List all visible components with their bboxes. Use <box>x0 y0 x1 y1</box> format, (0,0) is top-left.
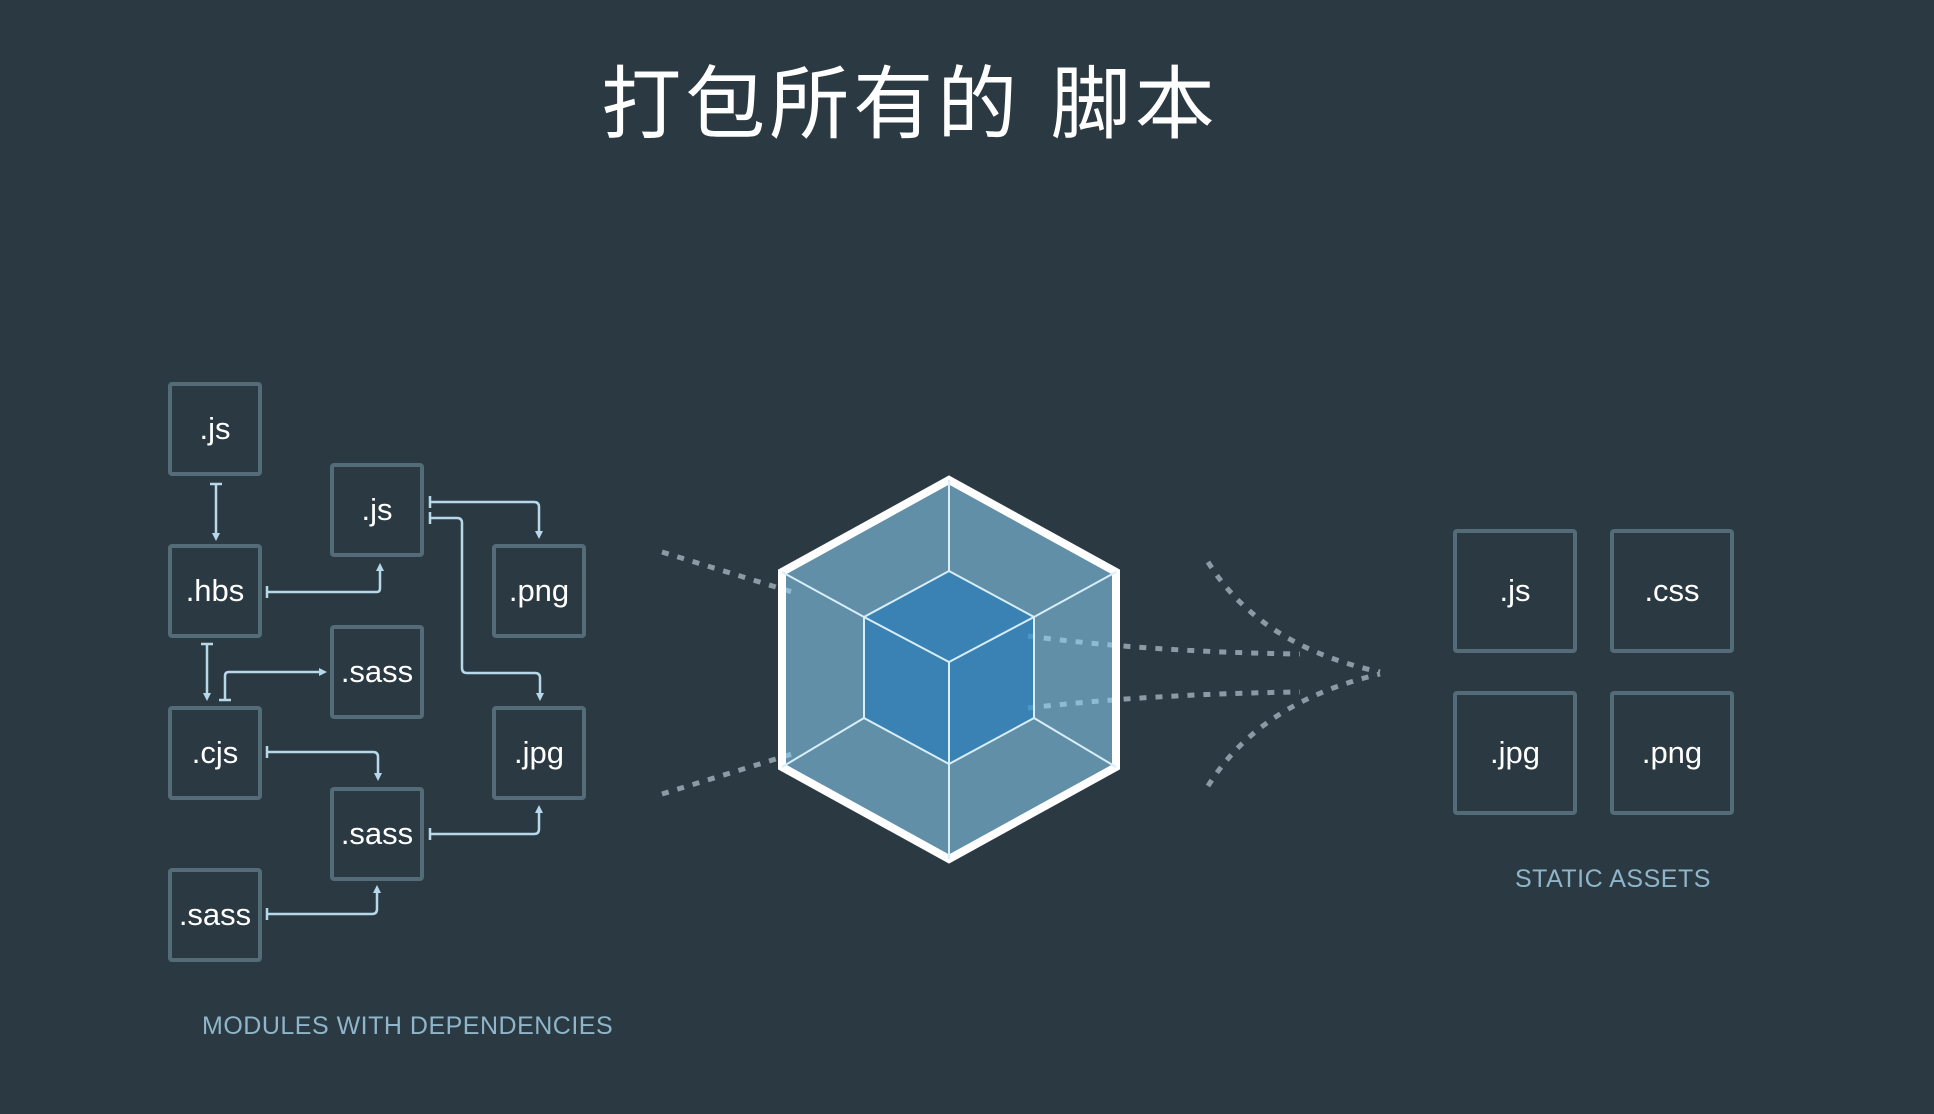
module-node-cjs: .cjs <box>168 706 262 800</box>
asset-css: .css <box>1610 529 1734 653</box>
arrow-sass3-to-sass2 <box>267 885 381 916</box>
flow-line-in-bottom <box>661 751 793 797</box>
arrow-cjs-to-sass2 <box>267 750 382 781</box>
arrow-js2-to-png <box>430 500 543 539</box>
asset-png: .png <box>1610 691 1734 815</box>
module-node-jpg: .jpg <box>492 706 586 800</box>
flow-line-out-bottom <box>1205 671 1381 788</box>
module-node-sass: .sass <box>330 625 424 719</box>
module-node-sass: .sass <box>168 868 262 962</box>
module-node-js: .js <box>168 382 262 476</box>
arrow-cjs-to-sass1 <box>223 668 327 700</box>
flow-line-in-top <box>661 549 793 595</box>
module-node-hbs: .hbs <box>168 544 262 638</box>
dependency-arrows <box>201 482 544 920</box>
arrow-hbs-to-js2 <box>267 563 384 594</box>
asset-js: .js <box>1453 529 1577 653</box>
module-node-sass: .sass <box>330 787 424 881</box>
page-title: 打包所有的 脚本 <box>601 58 1219 151</box>
flow-line-out-top <box>1205 560 1381 675</box>
assets-caption: STATIC ASSETS <box>1515 865 1711 893</box>
arrow-js2-to-jpg <box>430 516 544 701</box>
webpack-cube-icon <box>778 475 1120 864</box>
arrow-sass2-to-jpg <box>430 805 543 836</box>
module-node-png: .png <box>492 544 586 638</box>
modules-caption: MODULES WITH DEPENDENCIES <box>202 1012 614 1040</box>
module-node-js: .js <box>330 463 424 557</box>
asset-jpg: .jpg <box>1453 691 1577 815</box>
